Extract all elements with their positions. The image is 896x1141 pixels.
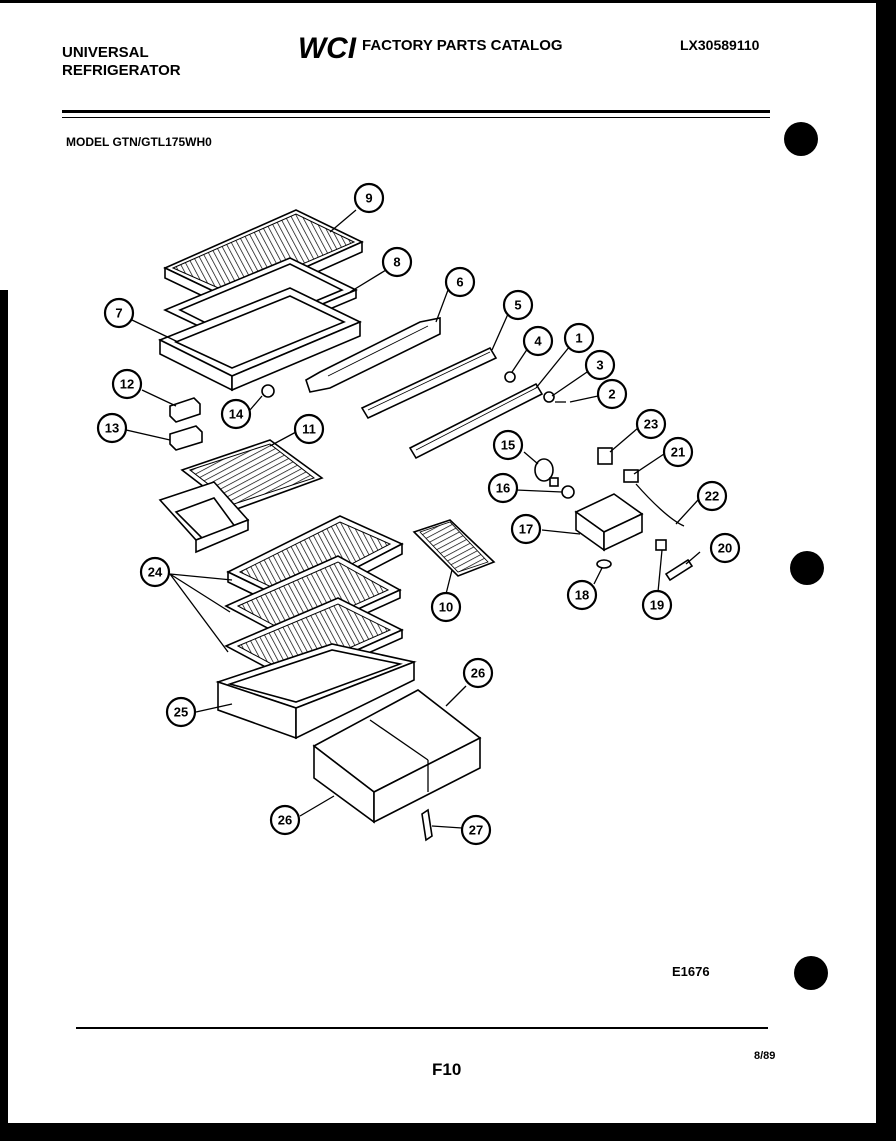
svg-text:9: 9 xyxy=(365,191,372,206)
svg-text:21: 21 xyxy=(671,445,685,460)
callout-19: 19 xyxy=(641,589,673,621)
svg-text:26: 26 xyxy=(471,666,485,681)
callout-22: 22 xyxy=(696,480,728,512)
model-number: MODEL GTN/GTL175WH0 xyxy=(66,135,212,149)
svg-text:22: 22 xyxy=(705,489,719,504)
part-grommet xyxy=(261,384,275,398)
callout-6: 6 xyxy=(444,266,476,298)
footer-rule xyxy=(76,1027,768,1029)
header-rule-thin xyxy=(62,117,770,118)
callout-24: 24 xyxy=(139,556,171,588)
part-crisper-cover xyxy=(215,643,417,740)
callout-14: 14 xyxy=(220,398,252,430)
binder-hole-bottom xyxy=(794,956,828,990)
part-clip-lower xyxy=(169,425,203,451)
svg-text:1: 1 xyxy=(575,331,582,346)
svg-text:27: 27 xyxy=(469,823,483,838)
callout-5: 5 xyxy=(502,289,534,321)
callout-16: 16 xyxy=(487,472,519,504)
part-divider xyxy=(421,808,433,842)
callout-1: 1 xyxy=(563,322,595,354)
svg-text:8: 8 xyxy=(393,255,400,270)
part-crisper-pans xyxy=(312,689,482,824)
brand-name: UNIVERSAL REFRIGERATOR xyxy=(62,44,181,80)
page-number: F10 xyxy=(432,1060,462,1079)
callout-9: 9 xyxy=(353,182,385,214)
part-bracket-rail xyxy=(305,317,441,393)
callout-26-lower: 26 xyxy=(269,804,301,836)
callout-18: 18 xyxy=(566,579,598,611)
part-rail-lower xyxy=(408,382,544,460)
svg-text:14: 14 xyxy=(229,407,244,422)
svg-text:6: 6 xyxy=(456,275,463,290)
callout-10: 10 xyxy=(430,591,462,623)
page-border-bottom xyxy=(0,1123,896,1141)
part-light-assembly xyxy=(534,447,694,582)
part-nut xyxy=(504,371,516,383)
document-number: LX30589110 xyxy=(680,37,760,53)
page-border-left xyxy=(0,290,8,1141)
binder-hole-middle xyxy=(790,551,824,585)
callout-13: 13 xyxy=(96,412,128,444)
part-ice-tray xyxy=(412,519,496,577)
part-clip-upper xyxy=(169,397,201,423)
brand-line-2: REFRIGERATOR xyxy=(62,62,181,79)
page-border-top xyxy=(0,0,896,3)
part-rail-upper xyxy=(360,346,498,420)
wci-logo: WCI xyxy=(298,32,357,64)
svg-text:17: 17 xyxy=(519,522,533,537)
header-rule xyxy=(62,110,770,113)
catalog-title: FACTORY PARTS CATALOG xyxy=(362,37,563,54)
callout-23: 23 xyxy=(635,408,667,440)
leader-lines xyxy=(125,209,701,829)
callout-27: 27 xyxy=(460,814,492,846)
callout-2: 2 xyxy=(596,378,628,410)
svg-text:12: 12 xyxy=(120,377,134,392)
svg-text:4: 4 xyxy=(534,334,542,349)
callout-3: 3 xyxy=(584,349,616,381)
svg-text:11: 11 xyxy=(302,422,316,437)
callout-7: 7 xyxy=(103,297,135,329)
svg-text:24: 24 xyxy=(148,565,163,580)
callout-4: 4 xyxy=(522,325,554,357)
svg-text:3: 3 xyxy=(596,358,603,373)
callout-17: 17 xyxy=(510,513,542,545)
callout-21: 21 xyxy=(662,436,694,468)
svg-text:25: 25 xyxy=(174,705,188,720)
callout-12: 12 xyxy=(111,368,143,400)
svg-text:15: 15 xyxy=(501,438,515,453)
page-border-right xyxy=(876,0,896,1141)
part-pan xyxy=(158,287,362,392)
svg-text:2: 2 xyxy=(608,387,615,402)
callout-20: 20 xyxy=(709,532,741,564)
callout-8: 8 xyxy=(381,246,413,278)
svg-text:26: 26 xyxy=(278,813,292,828)
brand-line-1: UNIVERSAL xyxy=(62,44,149,61)
svg-text:7: 7 xyxy=(115,306,122,321)
revision-date: 8/89 xyxy=(754,1050,776,1062)
svg-text:WCI: WCI xyxy=(298,32,357,64)
binder-hole-top xyxy=(784,122,818,156)
callout-26-upper: 26 xyxy=(462,657,494,689)
svg-text:10: 10 xyxy=(439,600,453,615)
drawing-code: E1676 xyxy=(672,964,710,979)
callout-15: 15 xyxy=(492,429,524,461)
svg-text:20: 20 xyxy=(718,541,732,556)
svg-text:23: 23 xyxy=(644,417,658,432)
callout-11: 11 xyxy=(293,413,325,445)
svg-text:13: 13 xyxy=(105,421,119,436)
svg-text:5: 5 xyxy=(514,298,521,313)
svg-text:18: 18 xyxy=(575,588,589,603)
part-washer xyxy=(543,391,555,403)
callout-25: 25 xyxy=(165,696,197,728)
svg-text:19: 19 xyxy=(650,598,664,613)
part-shelves xyxy=(224,515,404,690)
part-wire-shelf xyxy=(158,439,324,554)
svg-text:16: 16 xyxy=(496,481,510,496)
